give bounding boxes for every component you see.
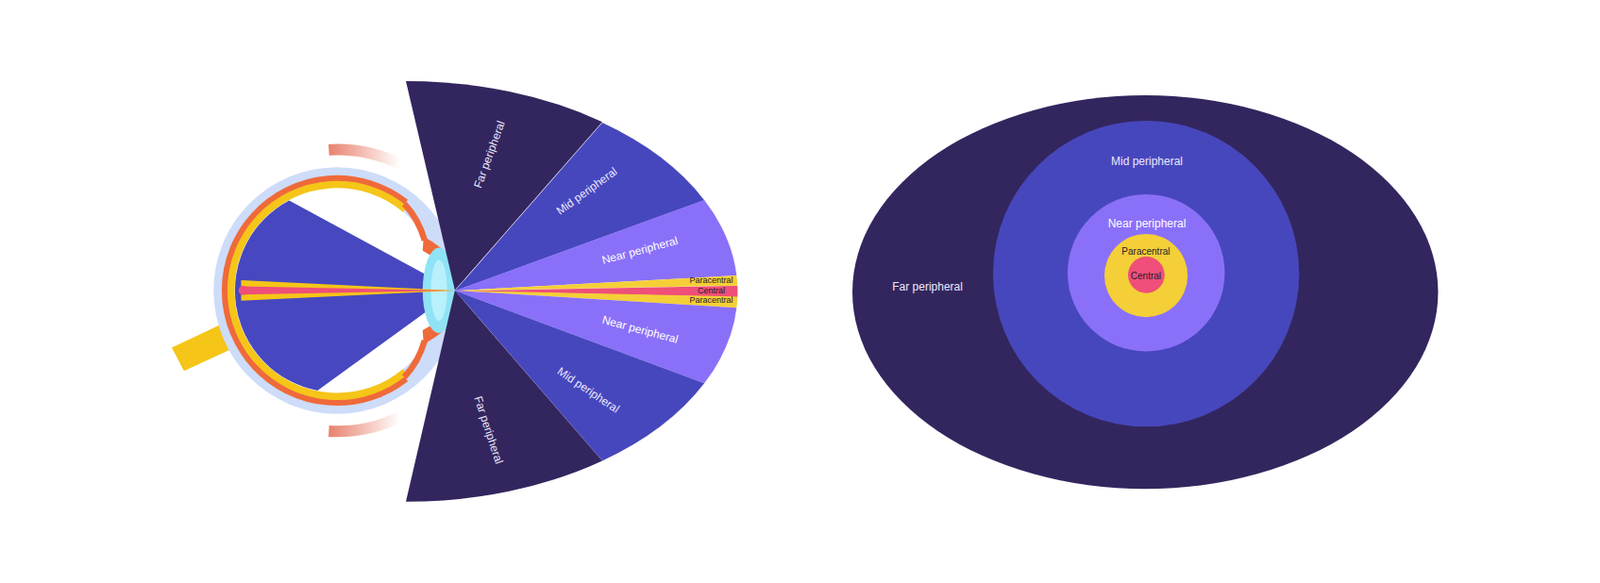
zone-shape [405,290,603,503]
zone-fill [454,200,737,291]
zone-label: Near peripheral [1108,218,1187,231]
zone-label: Central [697,286,725,297]
zone-fill [1104,234,1188,318]
zone-label: Mid peripheral [1111,155,1183,169]
zone-fill [1067,194,1225,352]
zone-label: Paracentral [689,276,733,287]
ciliary-body [404,203,425,241]
visual-field-zone: Near peripheralParacentralCentral [1067,194,1225,352]
zone-label: Paracentral [1121,245,1170,256]
paracentral-ray [240,280,455,302]
eye-muscle [328,417,401,432]
zone-label: Far peripheral [892,281,963,294]
visual-field-sector: Far peripheral [405,290,603,503]
zone-fill [993,120,1299,427]
visual-field-zone: ParacentralCentral [1104,234,1188,318]
zone-label: Central [1130,269,1162,281]
zone-fill [405,290,603,503]
central-ray [240,286,455,296]
zone-label: Paracentral [689,296,733,306]
sclera [213,167,460,414]
visual-field-zone: Mid peripheralNear peripheralParacentral… [993,120,1299,427]
fovea [238,286,249,296]
eye-muscle [328,150,401,165]
ciliary-body [404,340,425,378]
visual-field-zone: Central [1128,256,1165,294]
zone-fill [852,95,1438,489]
zone-fill [1128,256,1165,294]
visual-field-zone: Far peripheral Mid peripheralNear periphe… [852,95,1438,489]
light-cone [235,201,455,391]
